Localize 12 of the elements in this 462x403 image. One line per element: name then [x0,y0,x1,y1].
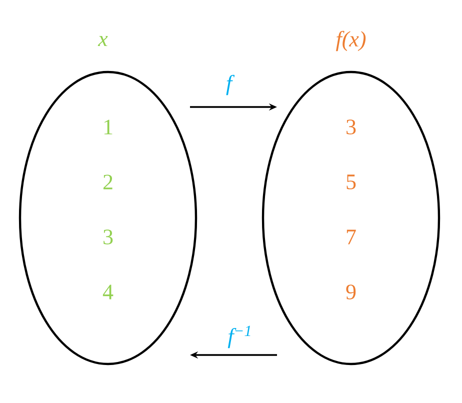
edge-label: f$^{−1}$ [228,326,250,348]
set-element: 9 [346,284,356,300]
set-element: 5 [346,174,356,190]
set-element: 1 [104,120,112,134]
set-label: x [98,36,108,46]
set-element: 3 [104,230,113,244]
set-label: f(x) [336,30,366,52]
set-element: 7 [346,230,356,244]
set-element: 3 [346,120,356,134]
set-element: 2 [103,174,112,190]
set-element: 4 [102,284,114,300]
edge-label: f [226,74,235,96]
